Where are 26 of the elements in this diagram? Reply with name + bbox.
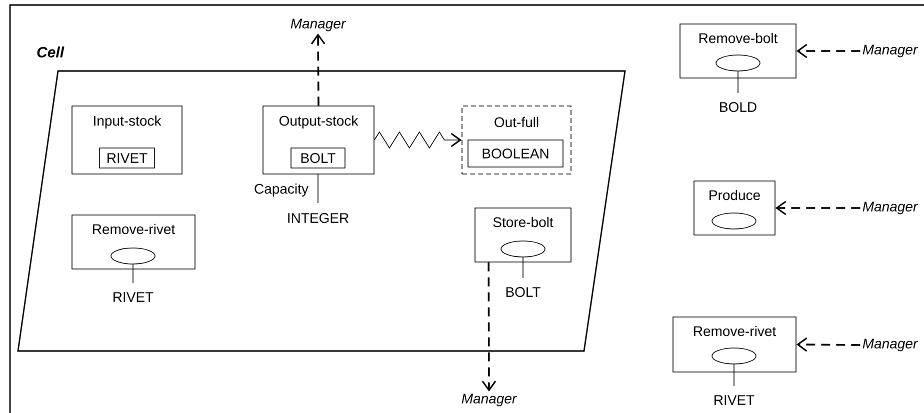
process-box: Store-bolt bbox=[474, 208, 572, 262]
type-label: RIVET bbox=[714, 395, 754, 405]
type-box: BOOLEAN bbox=[468, 140, 564, 168]
actor-label: Manager bbox=[862, 44, 918, 58]
cell-title: Cell bbox=[37, 46, 64, 58]
arrow bbox=[310, 33, 326, 106]
actor-label: Manager bbox=[290, 18, 346, 32]
attribute-label: Capacity bbox=[254, 183, 308, 197]
actor-label: Manager bbox=[462, 394, 518, 406]
type-label: BOLD bbox=[720, 102, 756, 112]
arrow bbox=[796, 44, 860, 58]
actor-label: Manager bbox=[862, 338, 918, 352]
type-box: RIVET bbox=[99, 148, 155, 168]
arrow bbox=[482, 262, 496, 392]
type-label: BOLT bbox=[506, 287, 540, 297]
type-label: RIVET bbox=[114, 292, 154, 302]
process-box: Produce bbox=[694, 180, 776, 236]
arrow bbox=[374, 131, 462, 149]
arrow bbox=[796, 337, 860, 352]
actor-label: Manager bbox=[862, 202, 918, 214]
process-box: Remove-rivet bbox=[72, 214, 196, 270]
process-box: Remove-rivet bbox=[672, 316, 796, 372]
arrow bbox=[775, 200, 860, 216]
type-label: INTEGER bbox=[288, 213, 348, 223]
type-box: BOLT bbox=[290, 148, 346, 168]
process-box: Remove-bolt bbox=[680, 24, 796, 78]
